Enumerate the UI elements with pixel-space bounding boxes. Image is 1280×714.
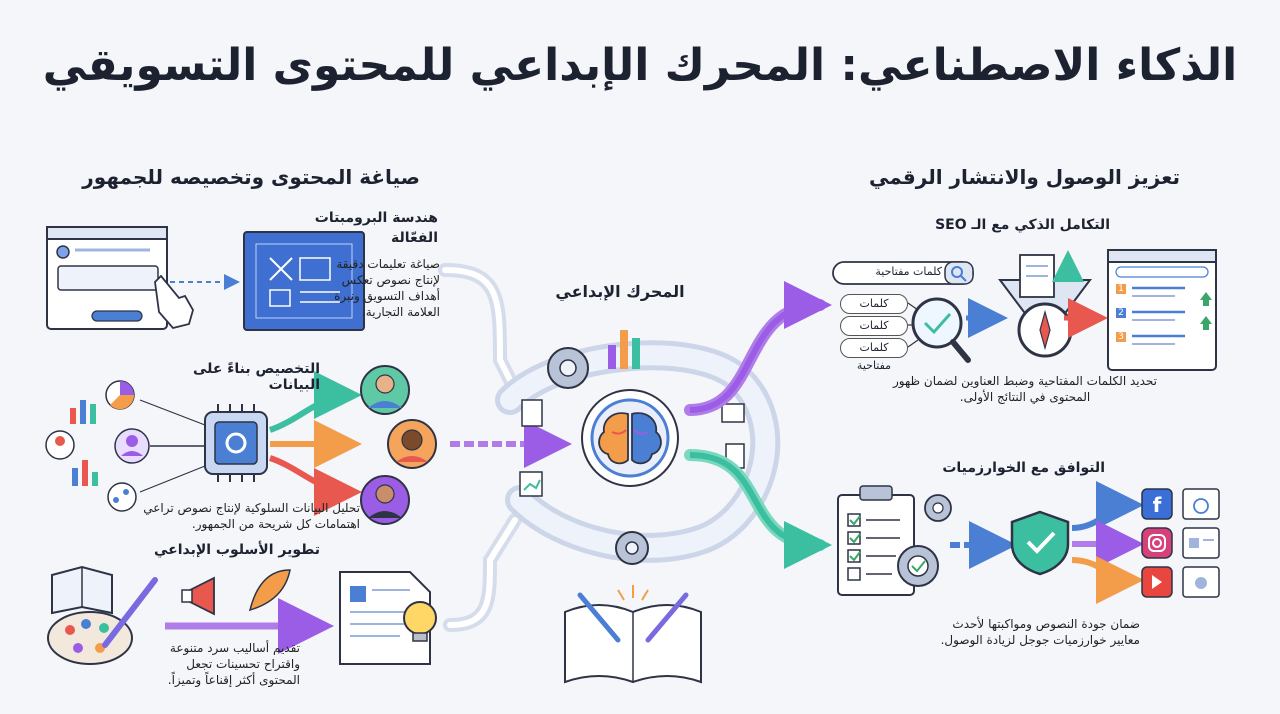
result-rank: 2 (1118, 308, 1124, 318)
personalization-data-icons (45, 380, 206, 512)
search-results-browser (1107, 249, 1217, 371)
right-section-title: تعزيز الوصول والانتشار الرقمي (869, 165, 1180, 189)
feather-icon (248, 569, 291, 612)
gear-icon (615, 531, 649, 565)
result-rank: 3 (1118, 332, 1124, 342)
svg-text:f: f (1153, 493, 1162, 517)
keyword-pill: كلمات مفتاحية (840, 316, 908, 350)
prompt-engineering-desc: صياغة تعليمات دقيقة لإنتاج نصوص تعكس أهد… (334, 257, 440, 319)
platform-windows (1182, 488, 1220, 598)
keyword-pill: كلمات مفتاحية (840, 294, 908, 328)
style-desc: تقديم أساليب سرد متنوعة واقتراح تحسينات … (167, 641, 300, 687)
algorithms-title: التوافق مع الخوارزميات (942, 460, 1105, 476)
megaphone-icon (181, 576, 215, 616)
book-palette-icon (47, 565, 158, 665)
left-section-title: صياغة المحتوى وتخصيصه للجمهور (82, 165, 420, 189)
small-doc-icons (519, 399, 745, 497)
facebook-icon: f (1141, 488, 1173, 520)
prompt-engineering-title: هندسة البرومبتات الفعّالة (314, 210, 438, 246)
algorithms-desc: ضمان جودة النصوص ومواكبتها لأحدث معايير … (940, 617, 1140, 647)
result-rank: 1 (1118, 284, 1124, 294)
personalization-desc: تحليل البيانات السلوكية لإنتاج نصوص تراع… (143, 501, 360, 531)
instagram-icon (1141, 527, 1173, 559)
keyword-pill: كلمات مفتاحية (840, 338, 908, 372)
magnifier-icon (911, 297, 971, 363)
compass-funnel-icon (998, 250, 1092, 358)
browser-hand-icon (46, 226, 194, 330)
seo-title: التكامل الذكي مع الـ SEO (935, 217, 1110, 233)
personalization-title: التخصيص بناءً على البيانات (192, 361, 320, 393)
youtube-icon (1141, 566, 1173, 598)
engine-label: المحرك الإبداعي (555, 282, 685, 301)
style-title: تطوير الأسلوب الإبداعي (153, 542, 320, 558)
document-lightbulb-icon (339, 571, 437, 665)
search-bar-illustration (832, 261, 974, 285)
shield-check-icon (1010, 510, 1070, 576)
checklist-icon (837, 485, 952, 596)
search-input[interactable]: كلمات مفتاحية (875, 265, 942, 278)
avatar-icon (360, 365, 437, 525)
page-title: الذكاء الاصطناعي: المحرك الإبداعي للمحتو… (42, 40, 1239, 91)
brain-icon (598, 412, 662, 465)
seo-desc: تحديد الكلمات المفتاحية وضبط العناوين لض… (892, 374, 1157, 404)
book-brushes-icon (564, 585, 702, 684)
chip-icon (204, 404, 268, 482)
blueprint-icon (243, 231, 365, 331)
